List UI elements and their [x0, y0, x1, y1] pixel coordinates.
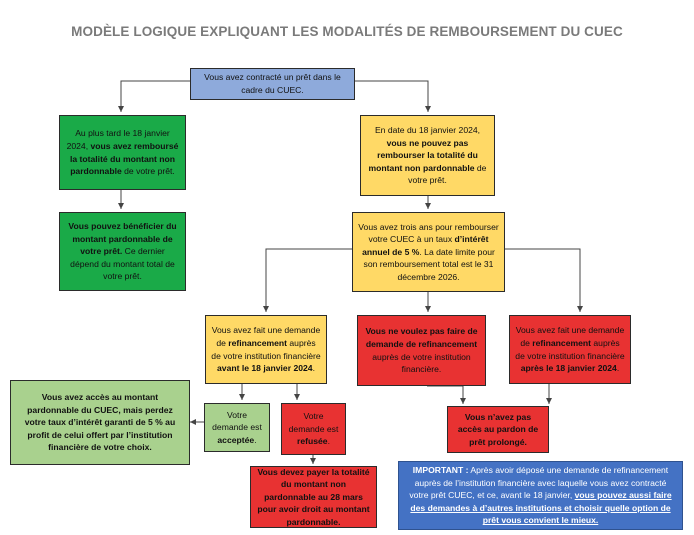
node-pay-total: Vous devez payer la totalité du montant … [250, 466, 377, 528]
node-cannot-pay: En date du 18 janvier 2024, vous ne pouv… [360, 115, 495, 196]
edge-three-refi-before [263, 248, 352, 312]
node-no-refi: Vous ne voulez pas faire de demande de r… [357, 315, 486, 386]
node-lose-rate: Vous avez accès au montant pardonnable d… [10, 380, 190, 465]
node-refi-before: Vous avez fait une demande de refinancem… [205, 315, 327, 384]
edge-start-left [118, 80, 190, 112]
diagram-title: MODÈLE LOGIQUE EXPLIQUANT LES MODALITÉS … [71, 24, 623, 39]
edge-three-refi-after [505, 248, 583, 312]
node-start: Vous avez contracté un prêt dans le cadr… [190, 68, 355, 100]
node-forgiveness: Vous pouvez bénéficier du montant pardon… [59, 212, 186, 291]
important-note: IMPORTANT : Après avoir déposé une deman… [398, 461, 683, 530]
node-refused: Votre demande est refusée. [281, 403, 346, 455]
node-three-years: Vous avez trois ans pour rembourser votr… [352, 212, 505, 292]
node-paid-by-deadline: Au plus tard le 18 janvier 2024, vous av… [59, 115, 186, 190]
edge-start-right [355, 80, 431, 112]
edge-no-refi-pardon [427, 385, 466, 404]
node-no-pardon: Vous n’avez pas accès au pardon de prêt … [447, 406, 549, 453]
node-accepted: Votre demande est acceptée. [204, 403, 270, 452]
node-refi-after: Vous avez fait une demande de refinancem… [509, 315, 631, 384]
